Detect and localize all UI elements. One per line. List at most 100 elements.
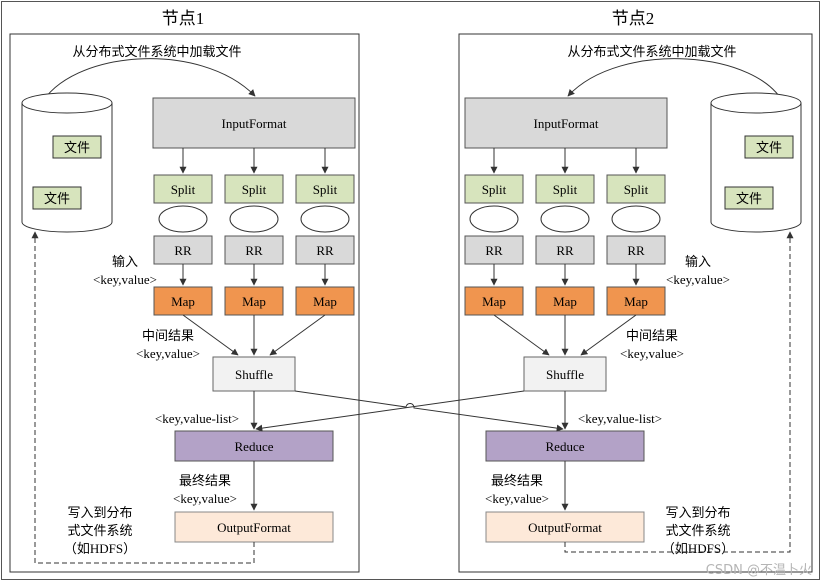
node2-load-label: 从分布式文件系统中加载文件: [567, 44, 736, 59]
node1-input-label: 输入: [112, 254, 138, 269]
node1-map-label: Map: [171, 294, 195, 309]
node1-split-label: Split: [313, 182, 338, 197]
node2-input-label: 输入: [685, 254, 711, 269]
node1-file-label: 文件: [64, 140, 90, 155]
node1-file-box: [52, 135, 102, 159]
node1-rr-label: RR: [174, 243, 192, 258]
node1-load-label: 从分布式文件系统中加载文件: [72, 44, 241, 59]
node1-load-arrow: [39, 58, 256, 107]
node2-final-label: 最终结果: [491, 473, 543, 488]
node2-reduce-input-label: <key,value-list>: [578, 411, 662, 426]
node1-reduce-input-label: <key,value-list>: [155, 411, 239, 426]
node2-frame: [458, 33, 813, 573]
node1-map-label: Map: [313, 294, 337, 309]
node2-map-box: [464, 286, 524, 316]
node1-rr-box: [224, 235, 284, 265]
node2-shuffle-box: [523, 356, 607, 392]
node1-map-label: Map: [242, 294, 266, 309]
node2-write-label: 写入到分布: [665, 505, 730, 520]
node1-shuffle-label: Shuffle: [235, 367, 273, 382]
node1-mid-label: <key,value>: [136, 346, 200, 361]
node1-rr-box: [153, 235, 213, 265]
node1-loop: [300, 205, 350, 233]
node2-arrow: [493, 314, 550, 356]
node1-writeback-arrow: [31, 231, 255, 564]
node2-storage-cylinder: [710, 92, 802, 233]
node2-map-box: [606, 286, 666, 316]
node2-rr-label: RR: [627, 243, 645, 258]
node1-reduce-label: Reduce: [235, 439, 274, 454]
node2-mid-label: <key,value>: [620, 346, 684, 361]
node2-map-label: Map: [624, 294, 648, 309]
node2-reduce-label: Reduce: [546, 439, 585, 454]
cross-shuffle-arrow-2-to-1: [255, 390, 525, 432]
node1-inputformat-label: InputFormat: [222, 116, 287, 131]
node1-outputformat-label: OutputFormat: [217, 520, 291, 535]
node1-title: 节点1: [162, 9, 205, 28]
node2-inputformat-box: [464, 97, 668, 149]
node1-split-box: [295, 174, 355, 204]
node2-split-box: [535, 174, 595, 204]
node1-split-label: Split: [171, 182, 196, 197]
node2-rr-label: RR: [485, 243, 503, 258]
node2-final-label: <key,value>: [485, 491, 549, 506]
node1-file-box: [32, 186, 82, 210]
node2-mid-label: 中间结果: [626, 328, 678, 343]
watermark: CSDN @不温卜火: [706, 563, 812, 578]
node1-shuffle-box: [212, 356, 296, 392]
node2-loop: [469, 205, 519, 233]
node2-title: 节点2: [612, 9, 655, 28]
node1-arrow: [182, 314, 239, 356]
node1-frame: [9, 33, 360, 573]
node1-split-label: Split: [242, 182, 267, 197]
node1-write-label: （如HDFS）: [64, 541, 136, 556]
node1-loop: [229, 205, 279, 233]
node2-outputformat-label: OutputFormat: [528, 520, 602, 535]
cross-shuffle-arrow-1-to-2: [294, 390, 564, 432]
node2-split-box: [464, 174, 524, 204]
node2-write-label: （如HDFS）: [662, 541, 734, 556]
node2-rr-label: RR: [556, 243, 574, 258]
node2-writeback-arrow: [564, 231, 794, 553]
node2-write-label: 式文件系统: [665, 523, 730, 538]
node2-file-box: [724, 186, 774, 210]
node1-file-label: 文件: [44, 191, 70, 206]
node2-arrow: [580, 314, 637, 356]
node1-reduce-box: [174, 430, 334, 462]
node2-map-label: Map: [482, 294, 506, 309]
node2-file-box: [744, 135, 794, 159]
node2-map-box: [535, 286, 595, 316]
node2-loop: [611, 205, 661, 233]
node2-loop: [540, 205, 590, 233]
node1-map-box: [153, 286, 213, 316]
node2-file-label: 文件: [756, 140, 782, 155]
node2-rr-box: [606, 235, 666, 265]
node1-mid-label: 中间结果: [142, 328, 194, 343]
node1-loop: [158, 205, 208, 233]
node2-split-box: [606, 174, 666, 204]
node1-write-label: 写入到分布: [67, 505, 132, 520]
node1-split-box: [224, 174, 284, 204]
node1-rr-box: [295, 235, 355, 265]
node2-file-label: 文件: [736, 191, 762, 206]
node1-input-label: <key,value>: [93, 272, 157, 287]
node2-load-arrow: [567, 58, 786, 107]
node1-storage-cylinder: [21, 92, 113, 233]
node1-rr-label: RR: [245, 243, 263, 258]
node1-split-box: [153, 174, 213, 204]
node2-inputformat-label: InputFormat: [534, 116, 599, 131]
node1-final-label: <key,value>: [173, 491, 237, 506]
node1-rr-label: RR: [316, 243, 334, 258]
node2-map-label: Map: [553, 294, 577, 309]
node2-shuffle-label: Shuffle: [546, 367, 584, 382]
node2-input-label: <key,value>: [666, 272, 730, 287]
node2-split-label: Split: [482, 182, 507, 197]
node2-split-label: Split: [553, 182, 578, 197]
node1-arrow: [269, 314, 326, 356]
node2-rr-box: [535, 235, 595, 265]
node1-map-box: [224, 286, 284, 316]
node2-outputformat-box: [485, 511, 645, 543]
node2-split-label: Split: [624, 182, 649, 197]
